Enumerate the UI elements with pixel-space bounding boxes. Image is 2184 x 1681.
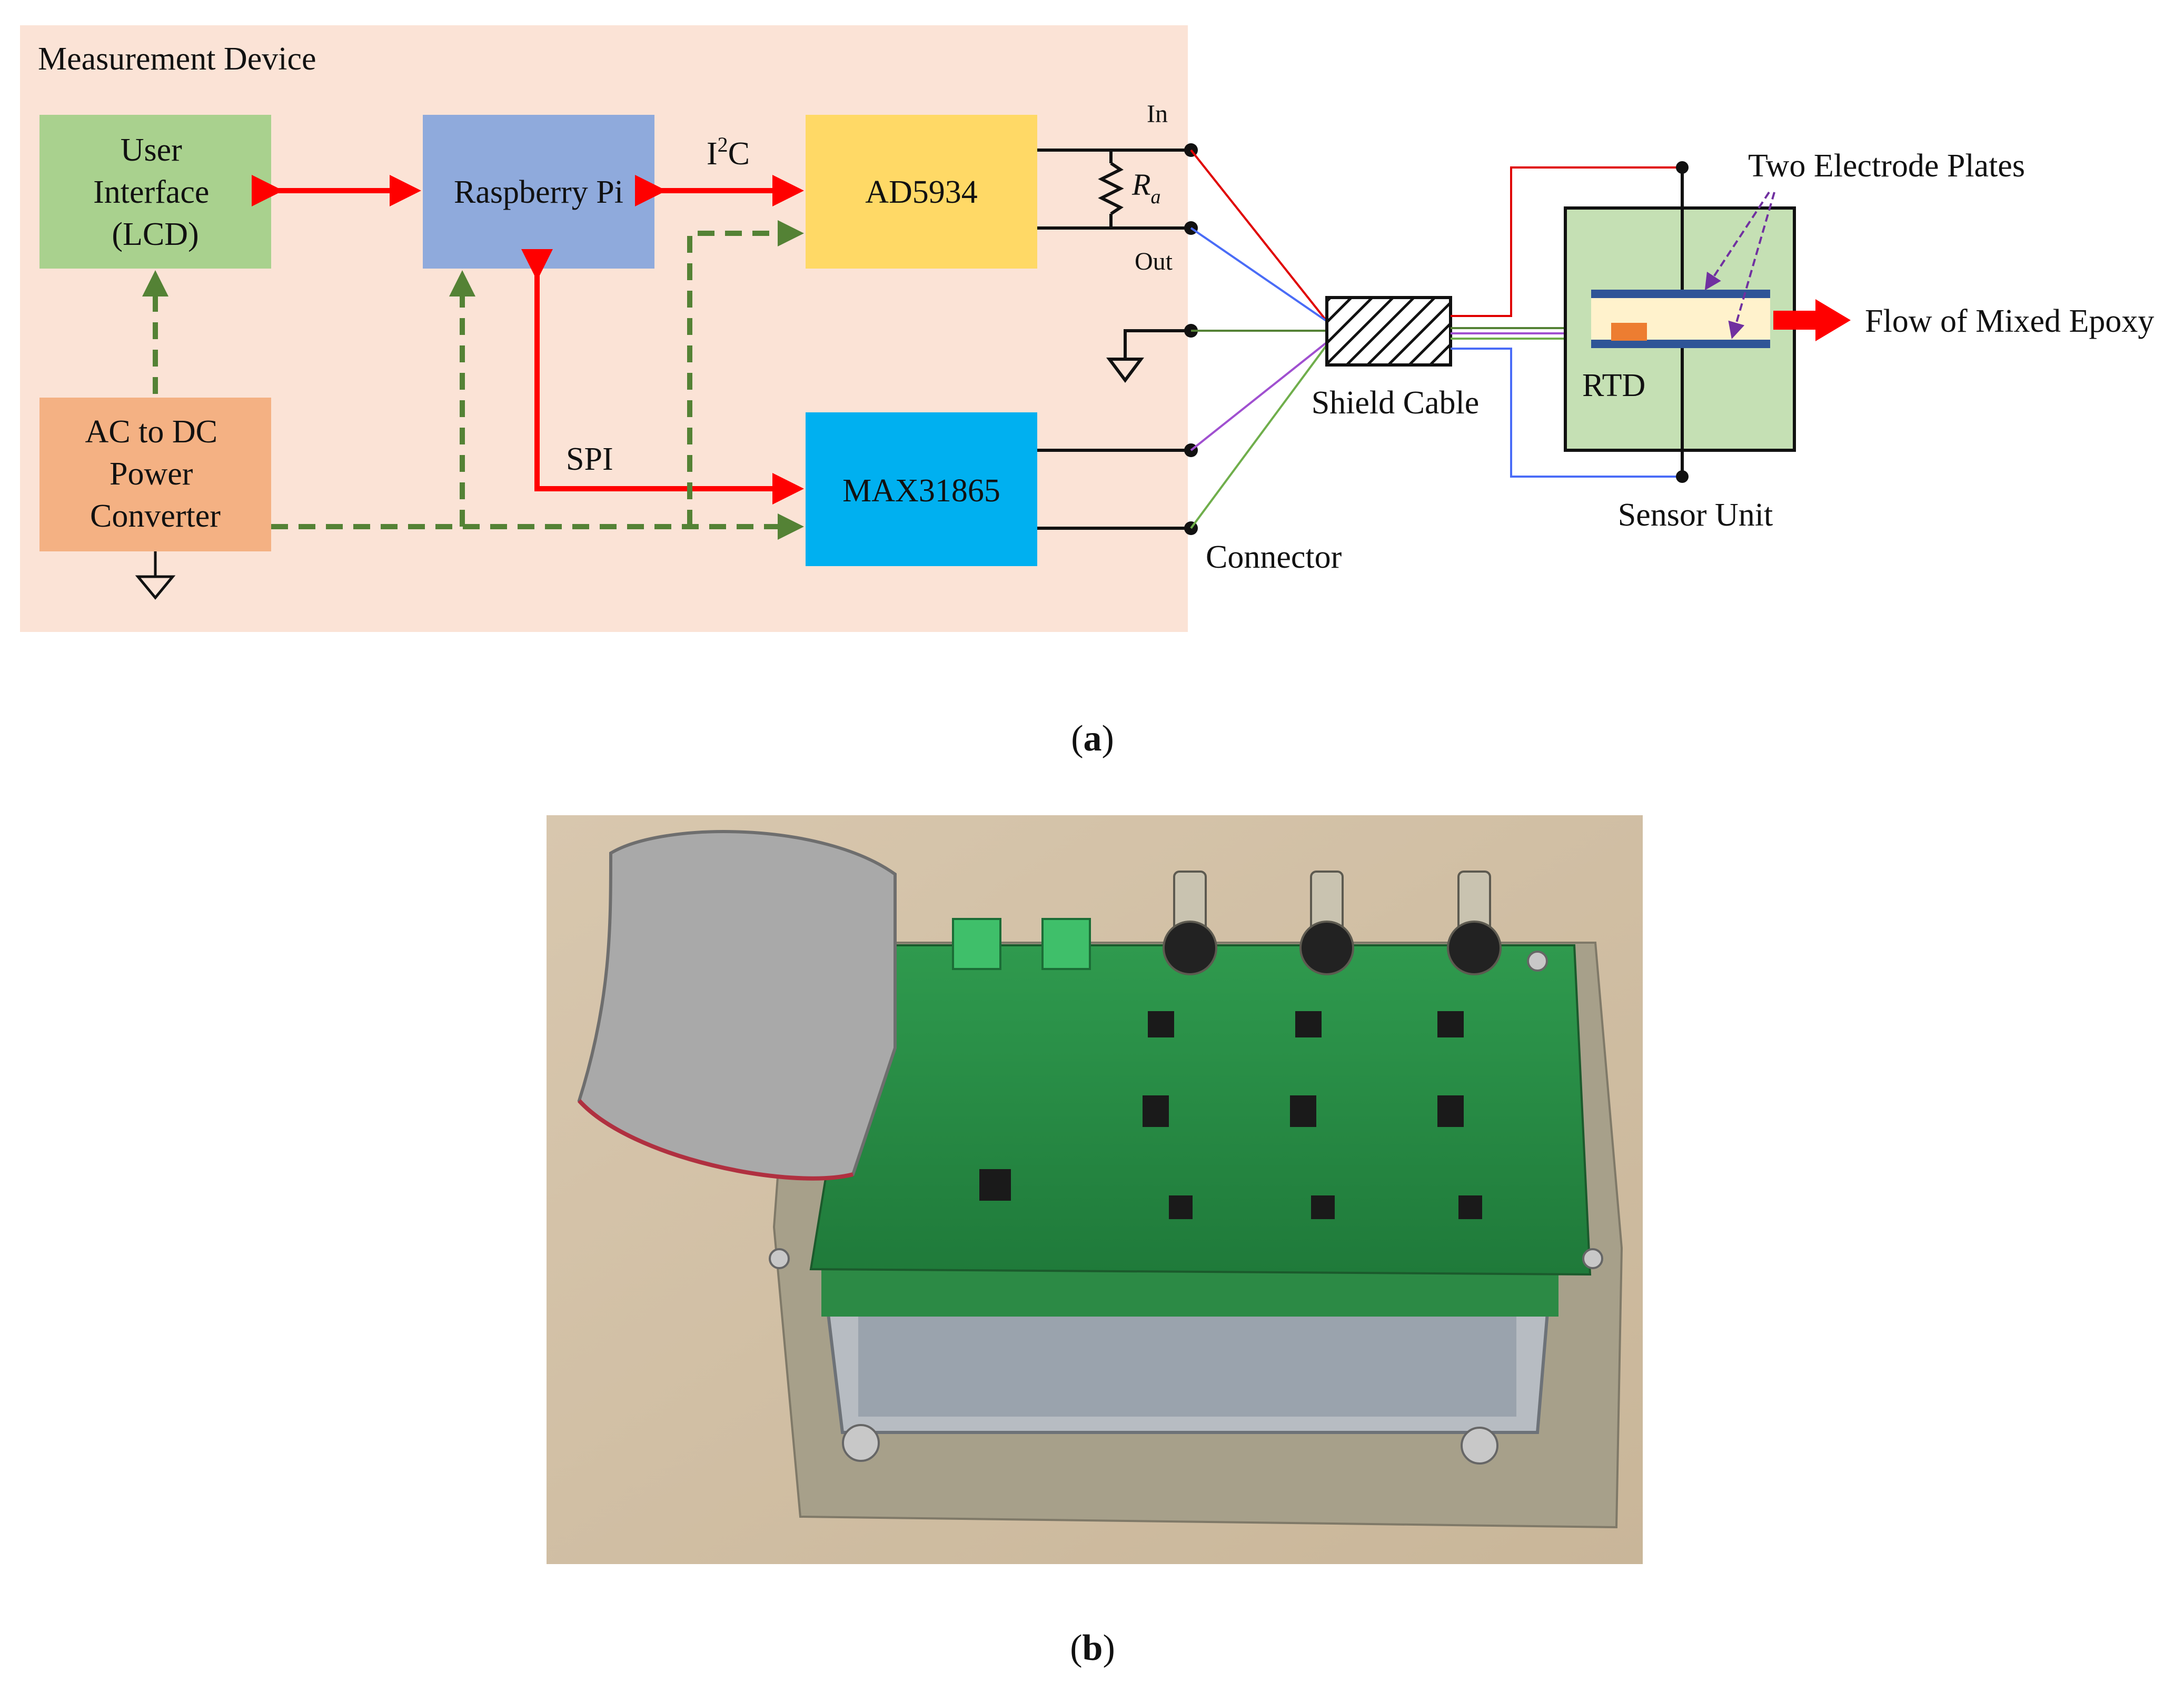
max31865-output-wires	[1037, 449, 1191, 530]
electrode-plate-top	[1591, 290, 1770, 298]
flow-label: Flow of Mixed Epoxy	[1865, 303, 2154, 339]
lcd-screen	[858, 1317, 1516, 1417]
user-interface-label: User Interface (LCD)	[93, 132, 217, 252]
max31865-label: MAX31865	[842, 473, 1000, 509]
panel-b-photo: (b)	[547, 815, 1643, 1668]
electrode-plate-bottom	[1591, 340, 1770, 348]
sma-connectors	[1163, 871, 1502, 975]
ribbon-cable	[577, 830, 897, 1180]
main-pcb	[809, 944, 1592, 1276]
rtd-element	[1611, 323, 1647, 341]
terminal-block-2	[1041, 918, 1091, 970]
ad5934-block	[806, 115, 1037, 269]
electrode-plates-label: Two Electrode Plates	[1748, 148, 2025, 184]
power-lines	[142, 220, 804, 540]
ac-dc-converter-label: AC to DC Power Converter	[85, 414, 226, 534]
terminal-block-1	[952, 918, 1001, 970]
i2c-label: I2C	[707, 133, 750, 172]
caption-a: (a)	[1071, 718, 1114, 759]
ac-dc-converter-block	[39, 398, 271, 551]
max31865-block	[806, 412, 1037, 566]
electrode-node-bottom	[1676, 470, 1689, 483]
caption-b: (b)	[1070, 1628, 1115, 1668]
connector-label: Connector	[1206, 539, 1342, 575]
shield-cable-label: Shield Cable	[1312, 385, 1480, 421]
pcb-chips	[979, 1011, 1482, 1219]
spi-link	[521, 249, 804, 505]
in-label: In	[1147, 100, 1168, 128]
resistor-label: Ra	[1131, 167, 1160, 208]
electrode-pointer-arrows	[1704, 191, 1775, 339]
ground-wire	[1106, 329, 1191, 383]
out-label: Out	[1135, 248, 1173, 275]
sensor-unit-label: Sensor Unit	[1618, 497, 1773, 533]
measurement-device-title: Measurement Device	[38, 41, 316, 77]
raspberry-pi-label: Raspberry Pi	[454, 174, 623, 210]
panel-a-diagram: Measurement Device User Interface (LCD) …	[20, 25, 2154, 759]
raspberry-pi-block	[423, 115, 654, 269]
flow-arrow	[1773, 299, 1851, 341]
resistor	[1098, 162, 1124, 215]
rtd-label: RTD	[1582, 368, 1645, 403]
cable-wires	[1190, 149, 1328, 529]
electrode-node-top	[1676, 161, 1689, 174]
ad5934-label: AD5934	[865, 174, 978, 210]
shield-cable	[1325, 296, 1452, 367]
mounting-screws	[769, 951, 1603, 1465]
spi-label: SPI	[566, 441, 613, 477]
ribbon-cable-edge	[578, 1099, 853, 1181]
user-interface-block	[39, 115, 271, 269]
ground-symbol	[135, 551, 176, 600]
ad5934-output-wires	[1037, 149, 1191, 230]
